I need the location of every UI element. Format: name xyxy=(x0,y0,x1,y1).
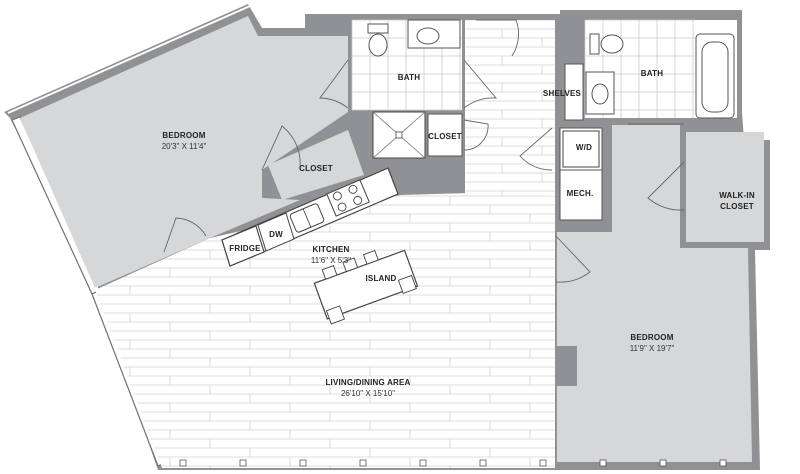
kitchen-size: 11'6" X 5'3" xyxy=(311,256,351,265)
window-mullion xyxy=(539,459,547,467)
plank-lines-hall xyxy=(465,20,555,196)
shelves-label: SHELVES xyxy=(543,89,582,98)
bedroom-1-area xyxy=(20,16,348,288)
cooktop xyxy=(326,179,370,217)
island-label: ISLAND xyxy=(366,274,397,283)
window-mullion xyxy=(599,459,607,467)
walk-in-closet-area xyxy=(686,132,764,242)
bath-1-toilet-tank xyxy=(367,23,389,34)
window-mullion xyxy=(419,459,427,467)
window-mullions xyxy=(179,459,727,467)
door-bedroom-2 xyxy=(555,235,591,283)
closet-2-area xyxy=(427,113,463,157)
hall-floor xyxy=(465,20,555,196)
bedroom-2-area xyxy=(557,125,752,462)
island-counter xyxy=(313,249,419,325)
bath-1-sink xyxy=(416,27,440,45)
fridge-box xyxy=(221,225,265,267)
bath-2-label: BATH xyxy=(641,69,663,78)
mech-label: MECH. xyxy=(567,189,594,198)
window-mullion xyxy=(719,459,727,467)
door-laundry xyxy=(519,127,553,171)
window-mullion xyxy=(239,459,247,467)
closet-1-label: CLOSET xyxy=(299,164,333,173)
bedroom-2-size: 11'9" X 19'7" xyxy=(630,344,675,353)
bathtub-basin xyxy=(701,41,729,113)
bath-1-toilet xyxy=(368,33,388,57)
door-bath-1-left xyxy=(319,59,349,109)
living-dining-floor xyxy=(95,193,555,468)
bedroom-1-label: BEDROOM xyxy=(162,131,205,140)
bath-2-toilet xyxy=(600,34,624,54)
bedroom-2-column xyxy=(557,346,577,386)
washer-dryer-box xyxy=(562,130,600,168)
kitchen-sink-divider xyxy=(302,208,312,228)
walk-in-closet-label-2: CLOSET xyxy=(720,202,754,211)
window-mullion xyxy=(479,459,487,467)
walk-in-closet-label-1: WALK-IN xyxy=(719,191,755,200)
door-entry xyxy=(476,19,520,57)
shower-drain xyxy=(395,131,403,139)
fridge-label: FRIDGE xyxy=(229,244,261,253)
closet-1-area xyxy=(268,130,364,200)
window-mullion xyxy=(359,459,367,467)
bedroom-2-label: BEDROOM xyxy=(630,333,673,342)
door-walk-in xyxy=(647,161,685,211)
window-strip-top xyxy=(7,5,251,114)
bedroom-1-size: 20'3" X 11'4" xyxy=(162,142,207,151)
washer-dryer-label: W/D xyxy=(576,143,592,152)
living-dining-size: 26'10" X 15'10" xyxy=(341,389,395,398)
dishwasher-label: DW xyxy=(269,230,283,239)
door-closet-2 xyxy=(463,119,489,151)
door-kitchen-entry xyxy=(163,217,207,253)
bath-2-toilet-tank xyxy=(589,33,600,55)
bath-1-label: BATH xyxy=(398,73,420,82)
window-mullion xyxy=(179,459,187,467)
door-bath-1-right xyxy=(463,59,498,109)
dishwasher-box xyxy=(257,212,295,252)
kitchen-label: KITCHEN xyxy=(313,245,350,254)
door-bedroom-1 xyxy=(261,125,301,171)
bath-2-sink xyxy=(591,83,609,105)
living-dining-label: LIVING/DINING AREA xyxy=(325,378,410,387)
shelves-area xyxy=(564,63,584,121)
window-mullion xyxy=(659,459,667,467)
closet-2-label: CLOSET xyxy=(428,132,462,141)
window-mullion xyxy=(299,459,307,467)
